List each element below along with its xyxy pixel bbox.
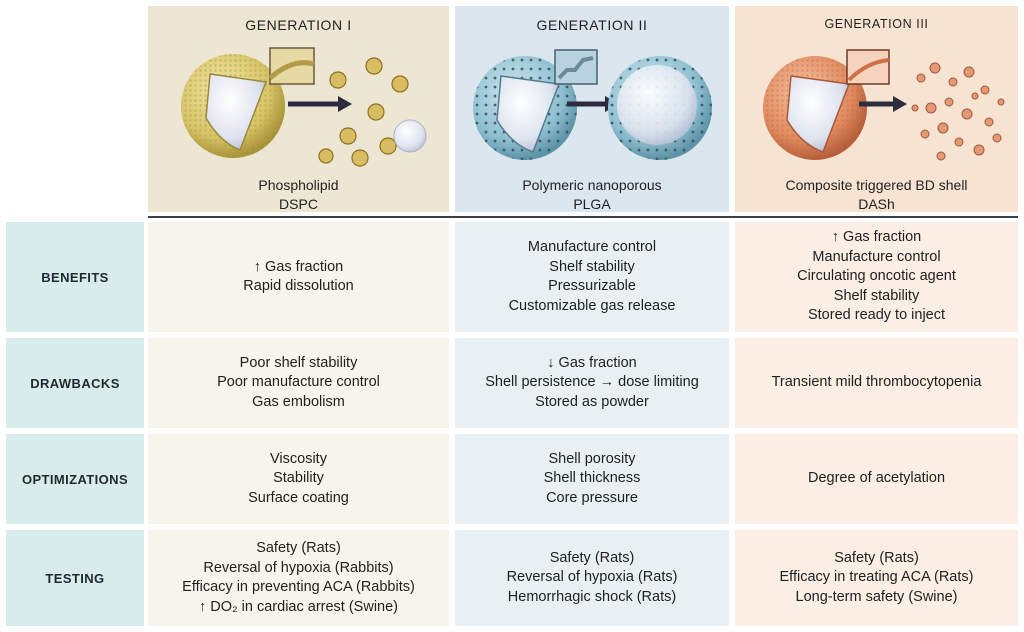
cell-line: Manufacture control <box>812 248 941 265</box>
drawbacks-generation-1: Poor shelf stability Poor manufacture co… <box>148 338 449 428</box>
core-cutaway <box>205 73 268 151</box>
generation-1-abbrev: DSPC <box>279 196 318 212</box>
cell-line: Poor shelf stability <box>239 354 358 371</box>
testing-generation-3: Safety (Rats) Efficacy in treating ACA (… <box>735 530 1018 626</box>
cell-line: Circulating oncotic agent <box>797 268 956 285</box>
benefits-generation-2: Manufacture control Shelf stability Pres… <box>455 222 729 332</box>
generation-2-subtitle: Polymeric nanoporous PLGA <box>455 176 729 214</box>
cell-line: Safety (Rats) <box>256 540 341 556</box>
cell-line: Customizable gas release <box>508 297 676 314</box>
drawbacks-generation-3: Transient mild thrombocytopenia <box>735 338 1018 428</box>
cell-line: Core pressure <box>546 489 638 506</box>
cell-line: Stability <box>273 470 324 487</box>
generation-1-subtitle: Phospholipid DSPC <box>148 176 449 214</box>
cell-line: Stored ready to inject <box>807 307 946 324</box>
generation-3-subtitle: Composite triggered BD shell DASh <box>735 176 1018 214</box>
cell-line: Manufacture control <box>527 239 657 255</box>
composite-microbubble-illustration <box>763 49 1005 161</box>
testing-generation-1: Safety (Rats) Reversal of hypoxia (Rabbi… <box>148 530 449 626</box>
generation-3-abbrev: DASh <box>858 196 895 212</box>
cell-line: Gas embolism <box>252 393 345 410</box>
cell-line: Stored as powder <box>535 393 649 410</box>
cell-line: Hemorrhagic shock (Rats) <box>507 588 677 605</box>
cell-line: Poor manufacture control <box>217 374 380 391</box>
optimizations-generation-2: Shell porosity Shell thickness Core pres… <box>455 434 729 524</box>
cell-line: ↑ Gas fraction <box>831 229 922 246</box>
cell-line: Shelf stability <box>833 287 920 304</box>
row-label-drawbacks: DRAWBACKS <box>6 338 144 428</box>
micelle-cluster <box>318 57 409 167</box>
generation-2-material: Polymeric nanoporous <box>522 177 662 193</box>
cell-line: Safety (Rats) <box>549 549 635 566</box>
generation-2-panel: GENERATION II Polymeric nanoporous PLGA <box>455 6 729 212</box>
generation-3-panel: GENERATION III Composite triggered BD <box>735 6 1018 212</box>
row-label-optimizations: OPTIMIZATIONS <box>6 434 144 524</box>
row-label-benefits: BENEFITS <box>6 222 144 332</box>
benefits-generation-3: ↑ Gas fraction Manufacture control Circu… <box>735 222 1018 332</box>
gas-bubble <box>393 119 427 153</box>
cell-line: Rapid dissolution <box>243 278 354 294</box>
cell-line: Shell porosity <box>548 450 636 467</box>
cell-line: ↓ Gas fraction <box>547 354 637 371</box>
cell-line: Long-term safety (Swine) <box>795 588 958 605</box>
generation-2-abbrev: PLGA <box>573 196 611 212</box>
cell-line: Reversal of hypoxia (Rats) <box>506 569 678 586</box>
optimizations-generation-1: Viscosity Stability Surface coating <box>148 434 449 524</box>
generation-3-title: GENERATION III <box>824 17 929 31</box>
optimizations-generation-3: Degree of acetylation <box>735 434 1018 524</box>
cell-line: Shelf stability <box>549 258 635 275</box>
cell-line: ↑ Gas fraction <box>253 258 344 275</box>
cell-line: Transient mild thrombocytopenia <box>771 374 982 391</box>
benefits-generation-1: ↑ Gas fraction Rapid dissolution <box>148 222 449 332</box>
cell-line: Surface coating <box>248 489 349 506</box>
cell-line: Efficacy in treating ACA (Rats) <box>779 569 974 586</box>
testing-generation-2: Safety (Rats) Reversal of hypoxia (Rats)… <box>455 530 729 626</box>
phospholipid-microbubble-illustration <box>181 47 427 167</box>
drawbacks-generation-2: ↓ Gas fraction Shell persistence → dose … <box>455 338 729 428</box>
header-divider <box>148 216 1018 218</box>
generation-2-title: GENERATION II <box>536 17 648 33</box>
generation-3-material: Composite triggered BD shell <box>785 177 968 193</box>
cell-line: ↑ DO₂ in cardiac arrest (Swine) <box>198 598 398 615</box>
generation-1-panel: GENERATION I Phospholipid DSPC <box>148 6 449 212</box>
generation-1-material: Phospholipid <box>258 177 339 193</box>
cell-line: Shell persistence → dose limiting <box>485 374 699 391</box>
cell-line: Reversal of hypoxia (Rabbits) <box>203 559 394 576</box>
cell-line: Degree of acetylation <box>807 470 946 487</box>
generation-1-title: GENERATION I <box>245 17 352 33</box>
cell-line: Safety (Rats) <box>834 549 919 566</box>
shell-fragment-cluster <box>911 62 1005 161</box>
row-label-testing: TESTING <box>6 530 144 626</box>
cell-line: Viscosity <box>270 450 327 467</box>
cell-line: Shell thickness <box>543 470 641 487</box>
cell-line: Efficacy in preventing ACA (Rabbits) <box>182 579 415 595</box>
polymeric-microbubble-illustration <box>473 49 712 160</box>
cell-line: Pressurizable <box>548 278 636 294</box>
